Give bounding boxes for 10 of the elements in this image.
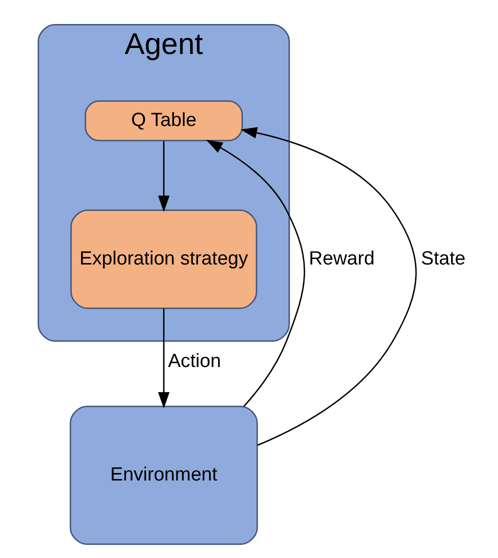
arrow: [206, 140, 306, 407]
node-box: Exploration strategy: [70, 209, 258, 309]
arrow: [240, 127, 417, 446]
arrow: [158, 308, 170, 408]
edge-label: Action: [168, 351, 221, 372]
edge-label: Reward: [308, 248, 375, 270]
node-box: Q Table: [84, 100, 243, 142]
arrow: [158, 141, 170, 212]
node-box: Environment: [70, 406, 258, 545]
edge-label: State: [421, 248, 466, 270]
